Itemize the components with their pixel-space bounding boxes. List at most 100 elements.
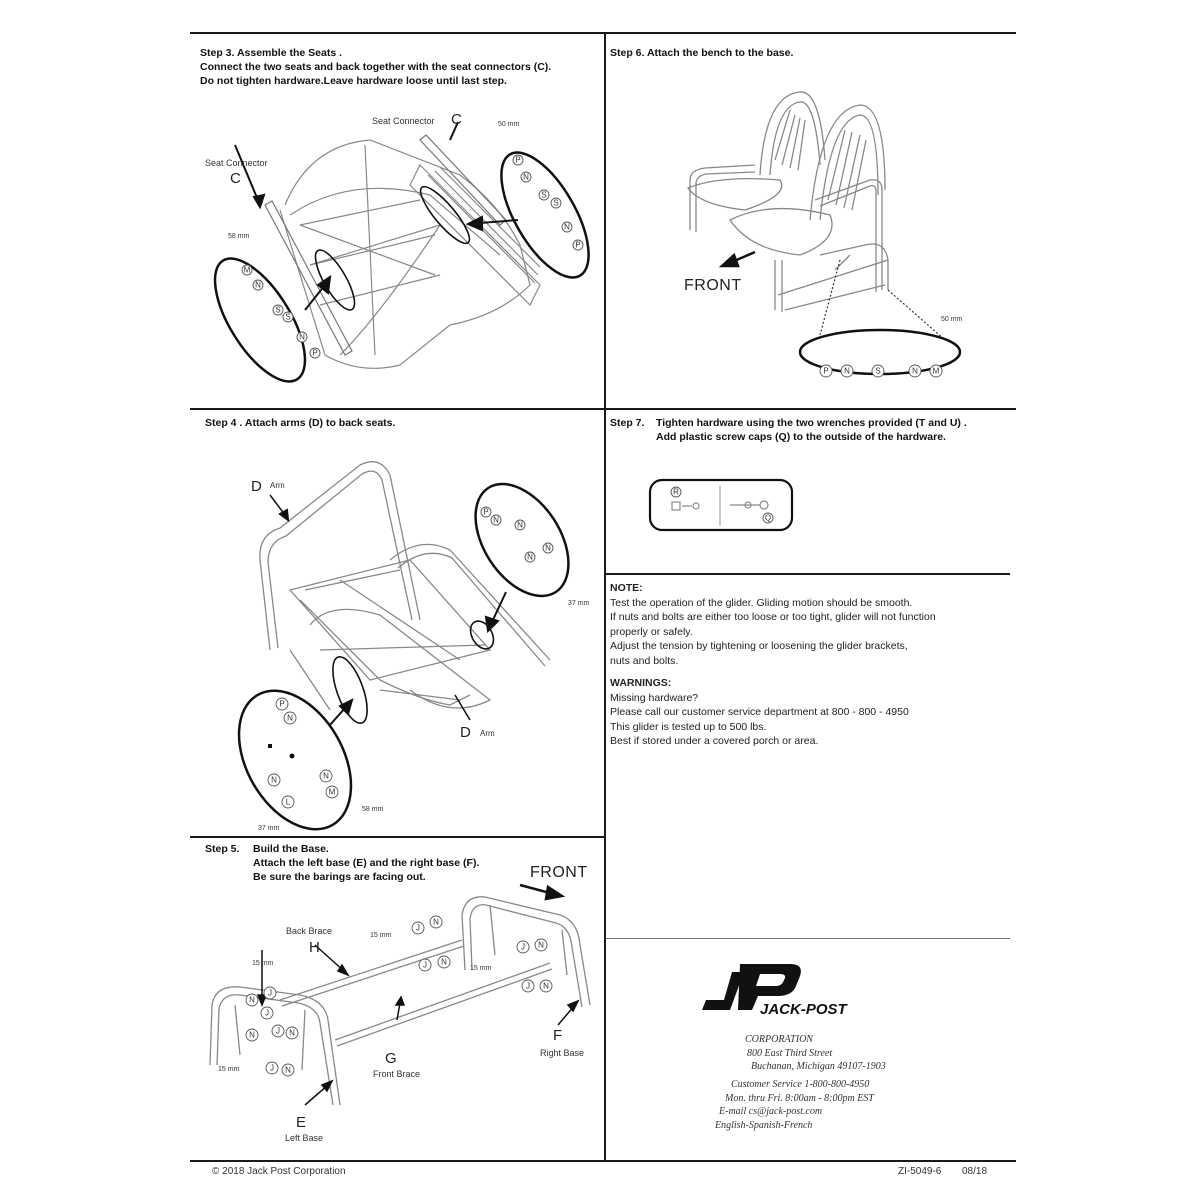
right-divider-step6-step7: [606, 408, 1016, 410]
svg-text:Q: Q: [765, 514, 771, 523]
bottom-border: [190, 1160, 1016, 1162]
svg-text:P: P: [312, 349, 317, 358]
step6-title: Step 6. Attach the bench to the base.: [610, 47, 794, 59]
step5-size-15-d: 15 mm: [218, 1066, 240, 1073]
svg-text:L: L: [286, 798, 291, 807]
svg-text:N: N: [287, 714, 293, 723]
step6-front-label: FRONT: [684, 277, 742, 294]
svg-text:N: N: [289, 1029, 295, 1038]
note-section: NOTE: Test the operation of the glider. …: [610, 581, 936, 668]
svg-text:N: N: [912, 367, 918, 376]
contact-line: E-mail cs@jack-post.com: [719, 1106, 823, 1117]
svg-text:N: N: [433, 918, 439, 927]
svg-text:N: N: [249, 996, 255, 1005]
svg-text:N: N: [844, 367, 850, 376]
note-line: If nuts and bolts are either too loose o…: [610, 611, 936, 623]
step7-screw-cap-diagram: R Q: [648, 478, 794, 532]
step7-line-2: Add plastic screw caps (Q) to the outsid…: [656, 431, 946, 443]
footer-doc-code: ZI-5049-6: [898, 1166, 942, 1177]
warning-line: This glider is tested up to 500 lbs.: [610, 720, 767, 733]
step5-left-base-label: Left Base: [285, 1133, 324, 1143]
svg-text:M: M: [244, 266, 251, 275]
step3-letter-c-top: C: [451, 111, 462, 128]
svg-text:N: N: [538, 941, 544, 950]
step7-line-1: Tighten hardware using the two wrenches …: [656, 417, 967, 429]
svg-text:J: J: [526, 982, 530, 991]
svg-text:J: J: [276, 1027, 280, 1036]
svg-text:J: J: [270, 1064, 274, 1073]
step3-size-58: 58 mm: [228, 233, 250, 240]
svg-text:P: P: [279, 700, 284, 709]
step3-letter-c-left: C: [230, 170, 241, 187]
step3-title: Step 3. Assemble the Seats .: [200, 47, 343, 59]
svg-text:N: N: [255, 281, 261, 290]
svg-text:S: S: [553, 199, 558, 208]
note-line: Adjust the tension by tightening or loos…: [610, 640, 908, 652]
step3-seat-assembly-diagram: P N S S N P M N S S N P: [213, 121, 590, 383]
right-divider-note-company: [606, 938, 1010, 939]
step5-size-15-a: 15 mm: [252, 960, 274, 967]
contact-line: English-Spanish-French: [715, 1119, 813, 1131]
svg-text:P: P: [483, 508, 488, 517]
svg-text:S: S: [875, 367, 880, 376]
svg-text:N: N: [299, 333, 305, 342]
company-address: CORPORATION 800 East Third Street Buchan…: [745, 1033, 886, 1074]
top-border: [190, 32, 1016, 34]
svg-text:N: N: [564, 223, 570, 232]
step4-size-37-bottom: 37 mm: [258, 825, 280, 832]
logo-wordmark: JACK-POST: [760, 1001, 849, 1018]
svg-text:S: S: [541, 191, 546, 200]
svg-text:N: N: [517, 521, 523, 530]
step5-letter-f: F: [553, 1027, 563, 1044]
note-line: nuts and bolts.: [610, 654, 679, 667]
step5-size-15-c: 15 mm: [470, 965, 492, 972]
company-line: CORPORATION: [745, 1034, 813, 1045]
step4-letter-d-top: D: [251, 478, 262, 495]
right-divider-step7-note: [606, 573, 1010, 575]
svg-text:J: J: [268, 989, 272, 998]
step5-right-base-label: Right Base: [540, 1048, 585, 1058]
step4-attach-arms-diagram: P N N N N P N N N L M: [237, 461, 570, 831]
step3-line-1: Connect the two seats and back together …: [200, 61, 552, 73]
svg-text:N: N: [285, 1066, 291, 1075]
svg-text:P: P: [575, 241, 580, 250]
step5-line-2: Attach the left base (E) and the right b…: [253, 857, 480, 869]
svg-text:N: N: [493, 516, 499, 525]
left-divider-step4-step5: [190, 836, 604, 838]
step5-line-1: Build the Base.: [253, 843, 329, 855]
step6-callout-parts: P N S N M: [819, 364, 943, 378]
svg-text:N: N: [323, 772, 329, 781]
step5-letter-h: H: [309, 939, 320, 956]
step3-line-2: Do not tighten hardware.Leave hardware l…: [200, 75, 507, 87]
step4-size-58: 58 mm: [362, 806, 384, 813]
step5-front-brace-label: Front Brace: [373, 1069, 421, 1079]
step5-front-label: FRONT: [530, 864, 588, 881]
footer-date: 08/18: [962, 1166, 988, 1177]
step5-title: Step 5.: [205, 843, 240, 855]
step3-size-50: 50 mm: [498, 121, 520, 128]
step3-left-callout-parts: M N S S N P: [241, 264, 321, 359]
svg-text:P: P: [515, 156, 520, 165]
warning-line: Missing hardware?: [610, 691, 699, 704]
step4-title: Step 4 . Attach arms (D) to back seats.: [205, 417, 396, 429]
svg-text:J: J: [423, 961, 427, 970]
svg-text:M: M: [933, 367, 940, 376]
svg-text:P: P: [823, 367, 828, 376]
svg-text:J: J: [265, 1009, 269, 1018]
step7-title: Step 7.: [610, 417, 645, 429]
company-line: Buchanan, Michigan 49107-1903: [751, 1061, 886, 1072]
step6-size-50: 50 mm: [941, 316, 963, 323]
svg-text:S: S: [275, 306, 280, 315]
step5-letter-g: G: [385, 1050, 397, 1067]
warning-line: Best if stored under a covered porch or …: [610, 735, 819, 747]
step3-seat-connector-top-label: Seat Connector: [372, 116, 435, 126]
svg-text:N: N: [523, 173, 529, 182]
step5-hardware-parts: J N J N J N J N J N J N J N J N: [245, 915, 553, 1077]
svg-text:N: N: [441, 958, 447, 967]
step4-arm-bottom-label: Arm: [480, 729, 495, 738]
step6-bench-on-base-diagram: P N S N M: [686, 91, 962, 378]
svg-text:N: N: [527, 553, 533, 562]
svg-text:N: N: [271, 776, 277, 785]
warnings-heading: WARNINGS:: [610, 677, 672, 689]
svg-text:S: S: [285, 313, 290, 322]
